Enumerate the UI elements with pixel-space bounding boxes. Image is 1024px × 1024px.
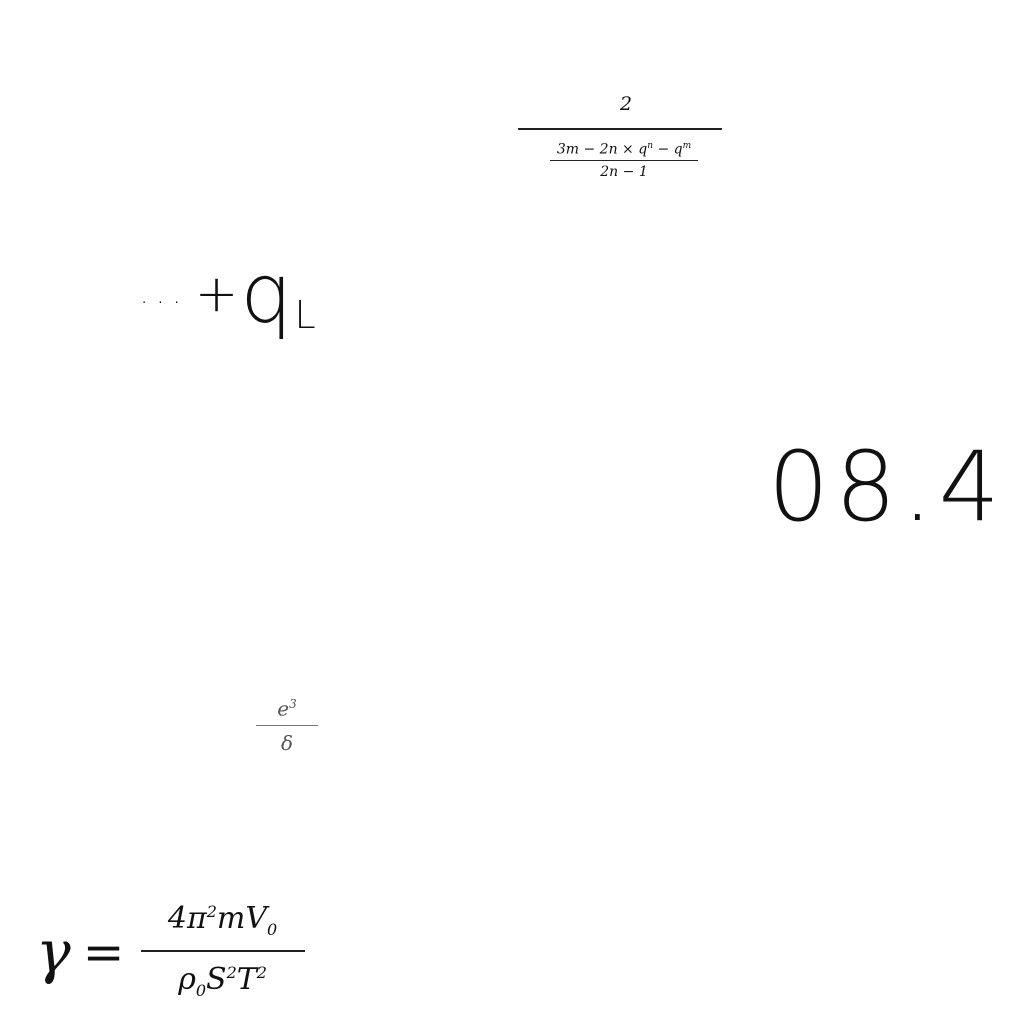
plus-sign: + bbox=[194, 264, 239, 324]
small-fraction-numerator: e3 bbox=[277, 692, 296, 721]
q-subscript: L bbox=[294, 293, 316, 337]
s-exponent: 2 bbox=[226, 963, 237, 982]
q-symbol: q bbox=[240, 247, 293, 342]
ellipsis: ... bbox=[140, 280, 189, 310]
inner-numerator-minus-q: − q bbox=[653, 141, 683, 158]
inner-numerator-exponent-n: n bbox=[647, 141, 653, 151]
inner-fraction-bar bbox=[550, 159, 698, 161]
t-exponent: 2 bbox=[256, 963, 267, 982]
rho-subscript: 0 bbox=[195, 981, 207, 1000]
decimal-number: 08.4 bbox=[768, 431, 1006, 543]
gamma-denominator: ρ0S2T2 bbox=[178, 954, 267, 1010]
gamma-numerator: 4π2mV0 bbox=[168, 894, 277, 948]
rho: ρ bbox=[178, 962, 196, 997]
s-symbol: S bbox=[206, 962, 227, 997]
m-v: mV bbox=[216, 901, 268, 936]
outer-fraction-bar bbox=[518, 128, 722, 130]
numerator-exponent: 3 bbox=[289, 697, 297, 711]
outer-numerator: 2 bbox=[619, 93, 633, 115]
gamma-fraction-bar bbox=[140, 950, 305, 952]
t-symbol: T bbox=[236, 962, 257, 997]
nested-fraction-expression: 2 3m − 2n × qn − qm 2n − 1 bbox=[518, 92, 724, 181]
equals-sign: = bbox=[82, 923, 125, 981]
inner-numerator-exponent-m: m bbox=[682, 141, 692, 151]
gamma-symbol: γ bbox=[36, 918, 71, 986]
inner-denominator: 2n − 1 bbox=[600, 163, 648, 180]
small-fraction-expression: e3 δ bbox=[256, 692, 318, 756]
gamma-formula: γ = 4π2mV0 ρ0S2T2 bbox=[36, 894, 305, 1010]
pi-exponent: 2 bbox=[206, 902, 217, 921]
v-subscript: 0 bbox=[267, 920, 278, 939]
inner-numerator-main: 3m − 2n × q bbox=[556, 141, 648, 158]
numerator-base: e bbox=[277, 696, 290, 721]
inner-fraction: 3m − 2n × qn − qm 2n − 1 bbox=[550, 138, 698, 181]
gamma-fraction: 4π2mV0 ρ0S2T2 bbox=[140, 894, 305, 1010]
inner-numerator: 3m − 2n × qn − qm bbox=[557, 138, 691, 158]
sum-tail-expression: ... + q L bbox=[140, 242, 316, 342]
small-fraction-bar bbox=[256, 724, 318, 726]
small-fraction-denominator: δ bbox=[280, 730, 294, 755]
four-pi: 4π bbox=[167, 901, 207, 936]
